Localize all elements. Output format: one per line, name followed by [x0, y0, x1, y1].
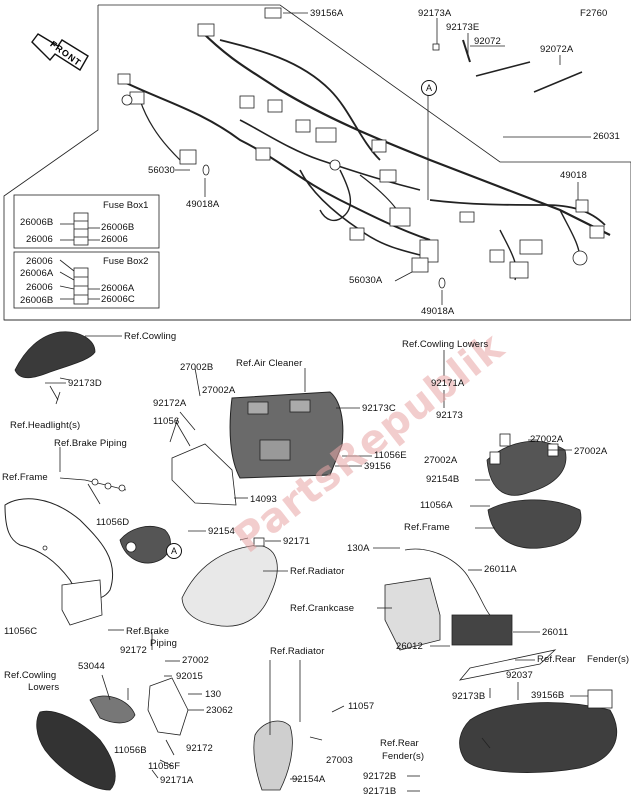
ref-brake-piping-2b: Piping [150, 638, 178, 649]
part-92172B: 92172B [363, 771, 397, 782]
fuse-box-2-left-0: 26006 [26, 256, 53, 267]
part-39156A: 39156A [310, 8, 344, 19]
callout-a-bottom: A [166, 543, 182, 559]
ref-rear-fender: Ref.Rear [537, 654, 576, 665]
part-11056C: 11056C [4, 626, 38, 637]
fuse-box-2-title: Fuse Box2 [103, 256, 149, 267]
part-56030A: 56030A [349, 275, 383, 286]
part-11056F: 11056F [148, 761, 181, 772]
part-11056E: 11056E [374, 450, 407, 461]
part-92172A: 92172A [153, 398, 187, 409]
part-130A: 130A [347, 543, 370, 554]
part-92173B: 92173B [452, 691, 486, 702]
fuse-box-2-right-0: 26006A [101, 283, 135, 294]
part-53044: 53044 [78, 661, 105, 672]
part-92172: 92172 [120, 645, 147, 656]
part-27002A-r1: 27002A [530, 434, 564, 445]
part-92072A: 92072A [540, 44, 574, 55]
part-27003: 27003 [326, 755, 353, 766]
ref-brake-piping: Ref.Brake Piping [54, 438, 127, 449]
ref-cowling-lowers-2b: Lowers [28, 682, 60, 693]
part-92172-2: 92172 [186, 743, 213, 754]
front-arrow [31, 33, 89, 71]
part-92173: 92173 [436, 410, 463, 421]
part-26012: 26012 [396, 641, 423, 652]
part-11056: 11056 [153, 416, 180, 427]
ref-radiator: Ref.Radiator [290, 566, 345, 577]
part-26031: 26031 [593, 131, 620, 142]
part-26011: 26011 [542, 627, 569, 638]
part-11057: 11057 [348, 701, 375, 712]
part-49018A: 49018A [186, 199, 220, 210]
part-11056D: 11056D [96, 517, 130, 528]
ref-rear-fender-3b: Fender(s) [382, 751, 425, 762]
fuse-box-1-left-1: 26006 [26, 234, 53, 245]
part-92154A: 92154A [292, 774, 326, 785]
ref-crankcase: Ref.Crankcase [290, 603, 355, 614]
part-130: 130 [205, 689, 222, 700]
ref-brake-piping-2: Ref.Brake [126, 626, 170, 637]
part-27002B: 27002B [180, 362, 214, 373]
ref-radiator-2: Ref.Radiator [270, 646, 325, 657]
fuse-box-1-left-0: 26006B [20, 217, 54, 228]
part-92171A: 92171A [431, 378, 465, 389]
part-39156B: 39156B [531, 690, 565, 701]
part-92171: 92171 [283, 536, 310, 547]
ref-rear-fender-3: Ref.Rear [380, 738, 419, 749]
ref-rear-fender-b: Fender(s) [587, 654, 630, 665]
ref-cowling-lowers-2: Ref.Cowling [4, 670, 57, 681]
ref-headlight: Ref.Headlight(s) [10, 420, 81, 431]
part-26011A: 26011A [484, 564, 517, 575]
part-92173C: 92173C [362, 403, 396, 414]
part-92037: 92037 [506, 670, 533, 681]
part-39156: 39156 [364, 461, 391, 472]
part-27002A: 27002A [202, 385, 236, 396]
fuse-box-1-title: Fuse Box1 [103, 200, 149, 211]
fuse-box-1-right-0: 26006B [101, 222, 135, 233]
part-27002: 27002 [182, 655, 209, 666]
ref-frame-2: Ref.Frame [404, 522, 450, 533]
part-14093: 14093 [250, 494, 277, 505]
part-92173D: 92173D [68, 378, 102, 389]
fuse-box-2-left-3: 26006B [20, 295, 54, 306]
fuse-box-2-left-2: 26006 [26, 282, 53, 293]
part-11056A: 11056A [420, 500, 453, 511]
top-panel-border [3, 4, 631, 321]
part-92072: 92072 [474, 36, 501, 47]
ref-cowling: Ref.Cowling [124, 331, 177, 342]
part-27002A-r2: 27002A [574, 446, 608, 457]
figure-code: F2760 [580, 8, 608, 19]
part-92015: 92015 [176, 671, 203, 682]
part-92171B: 92171B [363, 786, 397, 797]
fuse-box-1-frame [13, 194, 160, 249]
ref-cowling-lowers: Ref.Cowling Lowers [402, 339, 489, 350]
fuse-box-2-frame [13, 251, 160, 309]
fuse-box-2-left-1: 26006A [20, 268, 54, 279]
part-49018A-2: 49018A [421, 306, 455, 317]
part-92171A-2: 92171A [160, 775, 194, 786]
callout-a-top: A [421, 80, 437, 96]
part-92154: 92154 [208, 526, 235, 537]
part-49018: 49018 [560, 170, 587, 181]
ref-air-cleaner: Ref.Air Cleaner [236, 358, 303, 369]
fuse-box-2-right-1: 26006C [101, 294, 135, 305]
part-92173A: 92173A [418, 8, 452, 19]
part-92154B: 92154B [426, 474, 460, 485]
part-92173E: 92173E [446, 22, 480, 33]
fuse-box-1-right-1: 26006 [101, 234, 128, 245]
ref-frame: Ref.Frame [2, 472, 48, 483]
part-23062: 23062 [206, 705, 233, 716]
part-11056B: 11056B [114, 745, 147, 756]
part-56030: 56030 [148, 165, 175, 176]
part-27002A-r3: 27002A [424, 455, 458, 466]
